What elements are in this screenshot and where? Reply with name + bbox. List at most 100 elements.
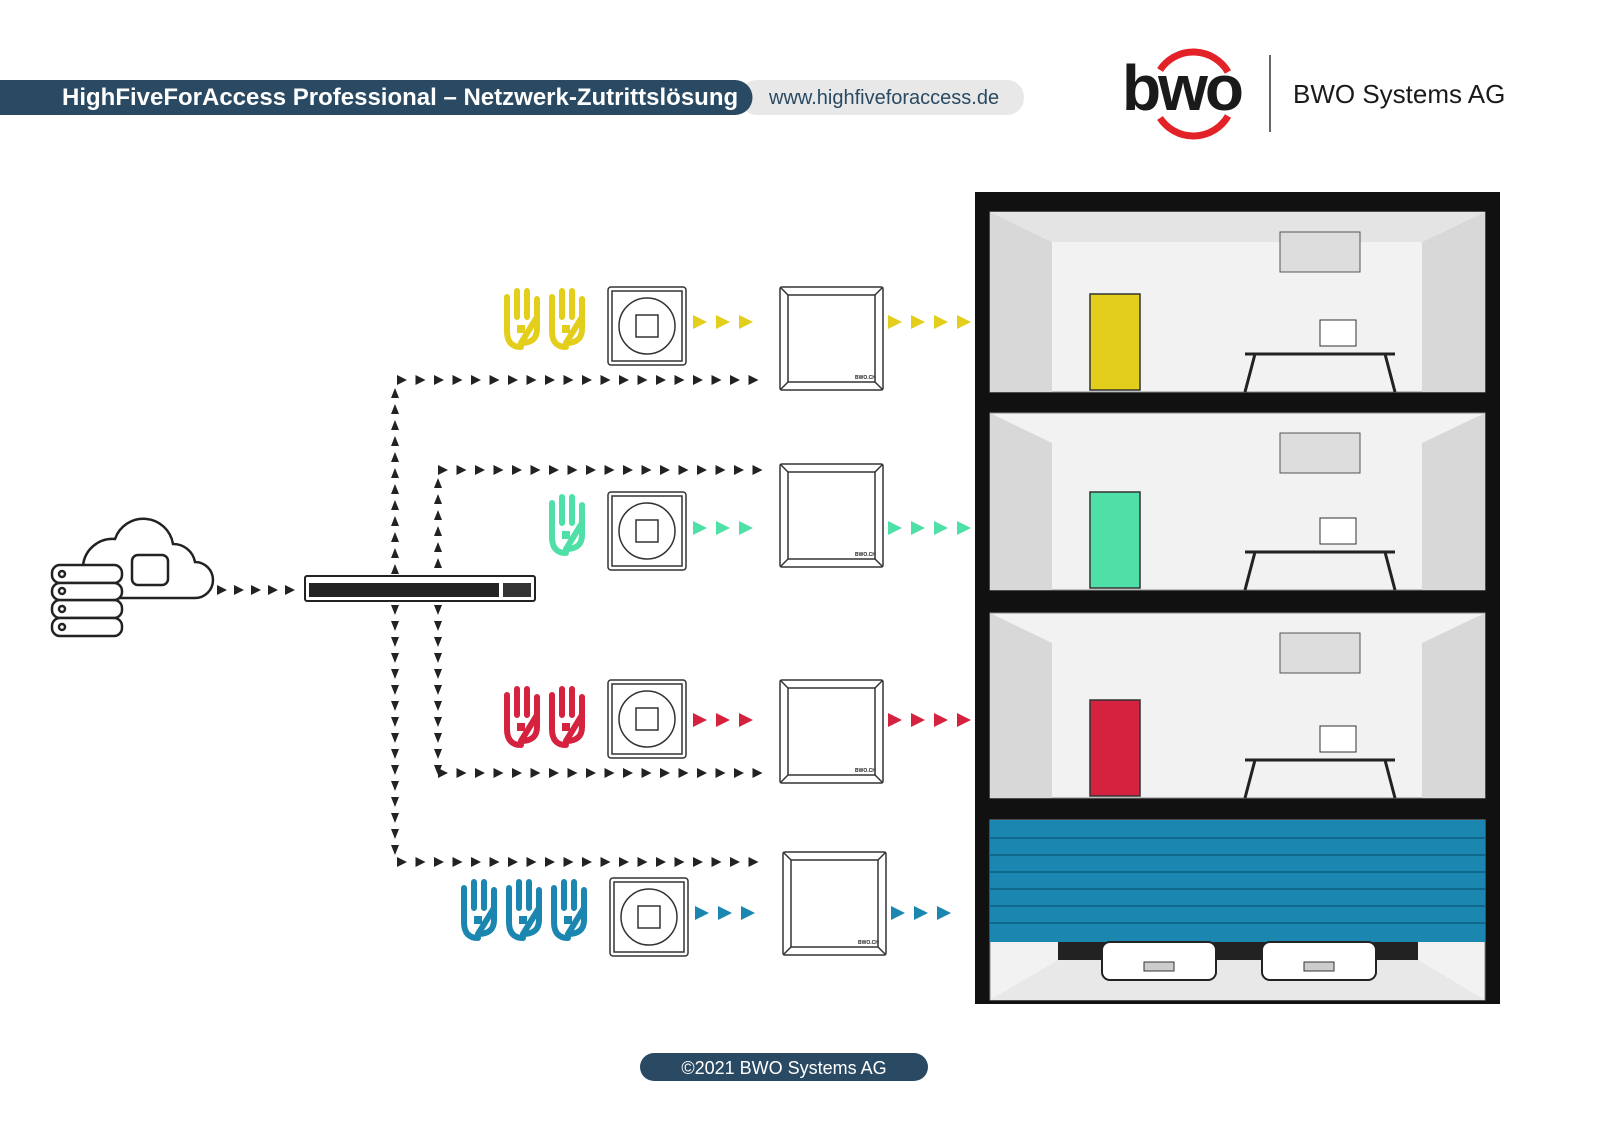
- floor-office-2: [989, 412, 1486, 591]
- arrow-mark: [391, 797, 399, 807]
- arrow-mark: [434, 605, 442, 615]
- arrow-mark: [434, 653, 442, 663]
- picture-frame: [1279, 632, 1361, 674]
- arrow-mark: [604, 465, 615, 475]
- arrow-mark: [493, 465, 504, 475]
- arrow-mark: [582, 857, 592, 867]
- arrow-mark: [512, 465, 522, 475]
- arrow-mark: [434, 701, 442, 711]
- arrow-mark: [391, 653, 399, 663]
- arrow-mark: [637, 857, 648, 867]
- company-name: BWO Systems AG: [1293, 79, 1505, 109]
- fingerprint-reader-icon: [607, 679, 687, 759]
- arrow-mark: [268, 585, 278, 595]
- hand-icon: [504, 288, 540, 350]
- arrow-mark: [391, 685, 399, 695]
- website-link[interactable]: www.highfiveforaccess.de: [768, 87, 999, 109]
- controller-box-icon: [779, 286, 884, 391]
- arrow-mark: [716, 315, 730, 329]
- arrow-mark: [752, 768, 763, 778]
- title-bar: [0, 80, 753, 115]
- arrow-mark: [434, 717, 442, 727]
- desk: [1243, 550, 1397, 591]
- arrow-mark: [545, 375, 555, 385]
- access-group-office-2: BWO.CH: [549, 463, 884, 571]
- arrow-mark: [911, 713, 925, 727]
- arrow-mark: [911, 315, 925, 329]
- page-title: HighFiveForAccess Professional – Netzwer…: [62, 84, 738, 111]
- arrow-mark: [512, 768, 522, 778]
- controller-box-icon: [779, 463, 884, 568]
- controller-label: BWO.CH: [855, 552, 876, 558]
- arrow-mark: [549, 768, 559, 778]
- arrow-mark: [434, 478, 442, 488]
- arrow-mark: [456, 768, 467, 778]
- arrow-mark: [730, 857, 740, 867]
- arrow-mark: [937, 906, 951, 920]
- arrow-mark: [530, 465, 541, 475]
- arrow-mark: [391, 605, 399, 615]
- bwo-logo: bwo: [1122, 48, 1245, 140]
- arrow-mark: [526, 857, 537, 867]
- arrow-mark: [888, 713, 902, 727]
- arrow-mark: [391, 564, 399, 574]
- arrow-mark: [934, 315, 948, 329]
- hand-icon: [551, 879, 587, 941]
- arrow-mark: [391, 749, 399, 759]
- car-icon: [1101, 941, 1217, 981]
- arrow-mark: [739, 713, 753, 727]
- copyright: ©2021 BWO Systems AG: [681, 1058, 886, 1078]
- arrow-mark: [697, 768, 707, 778]
- arrow-mark: [678, 768, 689, 778]
- arrow-mark: [452, 375, 463, 385]
- arrow-mark: [739, 521, 753, 535]
- arrow-mark: [475, 465, 485, 475]
- arrow-mark: [674, 375, 685, 385]
- arrow-mark: [489, 857, 500, 867]
- arrow-mark: [285, 585, 295, 595]
- arrow-mark: [397, 375, 407, 385]
- arrow-mark: [549, 465, 559, 475]
- arrow-mark: [434, 558, 442, 568]
- arrow-mark: [914, 906, 928, 920]
- arrow-mark: [545, 857, 555, 867]
- arrow-mark: [582, 375, 592, 385]
- arrow-mark: [637, 375, 648, 385]
- arrow-mark: [391, 548, 399, 558]
- arrow-mark: [678, 465, 689, 475]
- floor-office-3: [989, 612, 1486, 799]
- hand-icon: [549, 288, 585, 350]
- arrow-mark: [957, 315, 971, 329]
- arrow-mark: [734, 465, 744, 475]
- arrow-mark: [508, 857, 518, 867]
- picture-frame: [1279, 432, 1361, 474]
- arrow-mark: [391, 621, 399, 631]
- arrow-mark: [493, 768, 504, 778]
- arrow-mark: [434, 749, 442, 759]
- arrow-mark: [660, 465, 670, 475]
- arrow-mark: [391, 452, 399, 462]
- arrow-mark: [619, 375, 629, 385]
- arrow-mark: [567, 465, 578, 475]
- arrow-mark: [748, 857, 759, 867]
- arrow-mark: [716, 521, 730, 535]
- floor-office-1: [989, 211, 1486, 393]
- arrow-mark: [456, 465, 467, 475]
- arrow-mark: [471, 375, 481, 385]
- arrow-mark: [934, 521, 948, 535]
- arrow-mark: [693, 375, 703, 385]
- arrow-mark: [391, 829, 399, 839]
- monitor: [1319, 725, 1357, 753]
- arrow-mark: [434, 637, 442, 647]
- arrow-mark: [415, 857, 426, 867]
- garage-door: [990, 820, 1485, 942]
- controller-box-icon: [782, 851, 887, 956]
- arrow-mark: [693, 857, 703, 867]
- arrow-mark: [693, 713, 707, 727]
- arrow-mark: [888, 521, 902, 535]
- arrow-mark: [415, 375, 426, 385]
- arrow-mark: [434, 733, 442, 743]
- arrow-mark: [656, 375, 666, 385]
- fingerprint-reader-icon: [609, 877, 689, 957]
